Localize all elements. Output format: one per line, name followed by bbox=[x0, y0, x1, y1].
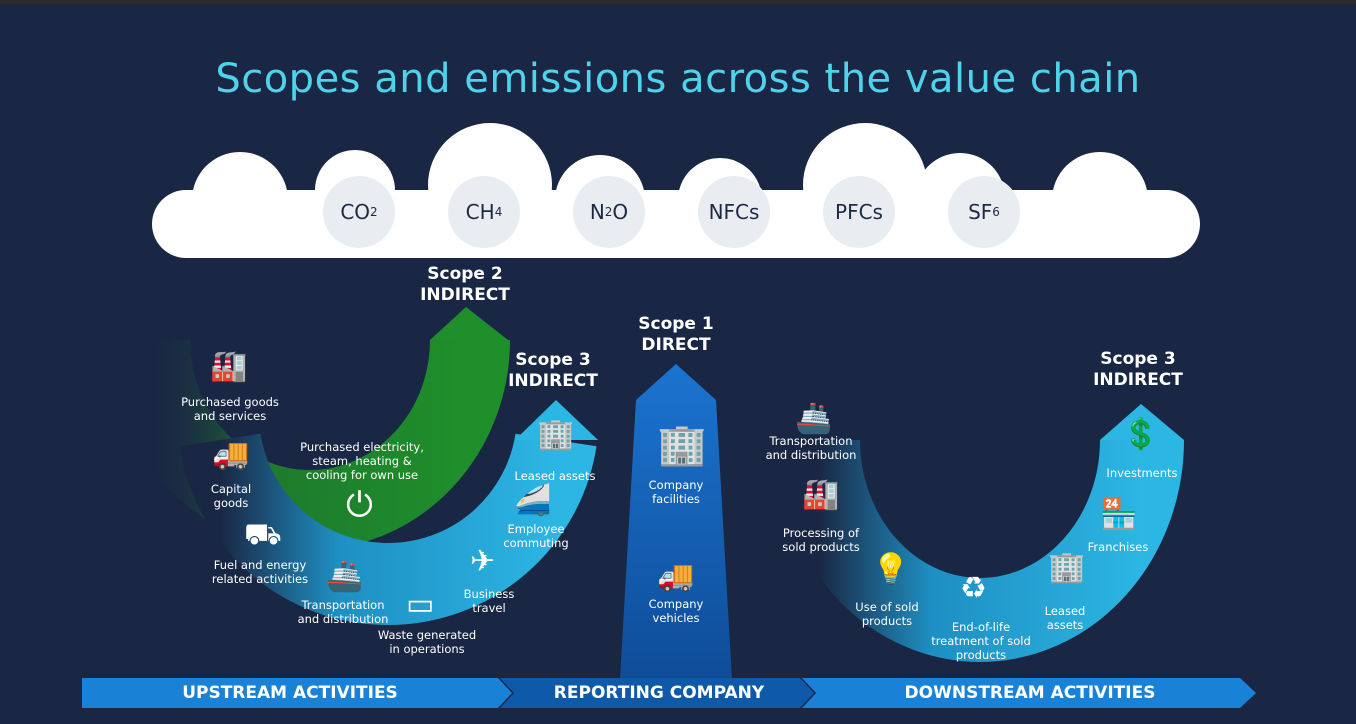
gas-pfcs: PFCs bbox=[823, 176, 895, 248]
downstream-item: Use of sold products bbox=[855, 600, 919, 628]
crane-truck-icon: 🚚 bbox=[212, 437, 250, 472]
company-building-icon: 🏢 bbox=[657, 422, 707, 468]
downstream-item: End-of-life treatment of sold products bbox=[931, 620, 1031, 662]
scope2-arrow-head bbox=[430, 307, 508, 340]
upstream-item: Purchased goods and services bbox=[181, 395, 279, 423]
page-title: Scopes and emissions across the value ch… bbox=[215, 56, 1141, 102]
ship-icon: 🚢 bbox=[326, 559, 364, 594]
upstream-item: Waste generated in operations bbox=[377, 628, 477, 656]
scope3-upstream-arrow-head bbox=[515, 400, 598, 440]
building-icon: 🏢 bbox=[1048, 550, 1086, 585]
cloud bbox=[152, 123, 1200, 258]
lightbulb-icon: 💡 bbox=[872, 552, 910, 587]
gas-nfcs: NFCs bbox=[698, 176, 770, 248]
scope3-downstream-arrow-head bbox=[1100, 404, 1184, 440]
recycle-bin-icon: ♻ bbox=[960, 571, 987, 606]
coal-cart-icon: ⛟ bbox=[244, 517, 282, 552]
company-item: Company facilities bbox=[648, 478, 704, 506]
bar-upstream bbox=[82, 678, 512, 708]
downstream-item: Investments bbox=[1106, 466, 1178, 480]
storefront-icon: 🏪 bbox=[1100, 497, 1138, 532]
scope3-downstream-arc bbox=[776, 439, 1184, 662]
money-hand-icon: 💲 bbox=[1122, 417, 1160, 452]
building-icon: 🏢 bbox=[537, 417, 575, 452]
downstream-activities-label: DOWNSTREAM ACTIVITIES bbox=[904, 683, 1156, 703]
reporting-company-label: REPORTING COMPANY bbox=[553, 683, 765, 703]
upstream-item: Capital goods bbox=[210, 482, 252, 510]
airplane-icon: ✈ bbox=[470, 544, 496, 579]
company-item: Company vehicles bbox=[648, 597, 704, 625]
window-top-edge bbox=[0, 0, 1356, 4]
factory-icon: 🏭 bbox=[802, 477, 840, 512]
upstream-activities-label: UPSTREAM ACTIVITIES bbox=[182, 683, 398, 703]
upstream-item: Fuel and energy related activities bbox=[211, 558, 309, 586]
downstream-item: Franchises bbox=[1087, 540, 1149, 554]
downstream-item: Processing of sold products bbox=[782, 526, 860, 554]
upstream-item: Business travel bbox=[463, 587, 515, 615]
truck-icon: 🚚 bbox=[657, 559, 695, 594]
bar-downstream bbox=[802, 678, 1256, 708]
bar-reporting bbox=[500, 678, 814, 708]
factory-icon: 🏭 bbox=[210, 349, 248, 384]
scope2-arc bbox=[110, 339, 510, 550]
plug-icon: ⏻ bbox=[346, 485, 373, 525]
ship-icon: 🚢 bbox=[795, 401, 833, 436]
downstream-item: Leased assets bbox=[1044, 604, 1086, 632]
scope1-arrow bbox=[620, 364, 732, 680]
upstream-item: Transportation and distribution bbox=[297, 598, 389, 626]
dumpster-icon: ▭ bbox=[406, 587, 435, 622]
scope3-upstream-arc bbox=[179, 432, 597, 625]
upstream-item: Employee commuting bbox=[503, 522, 569, 550]
train-icon: 🚄 bbox=[514, 483, 552, 518]
scope2-item: Purchased electricity, steam, heating & … bbox=[300, 440, 424, 482]
downstream-item: Transportation and distribution bbox=[765, 434, 857, 462]
upstream-item: Leased assets bbox=[514, 469, 596, 483]
